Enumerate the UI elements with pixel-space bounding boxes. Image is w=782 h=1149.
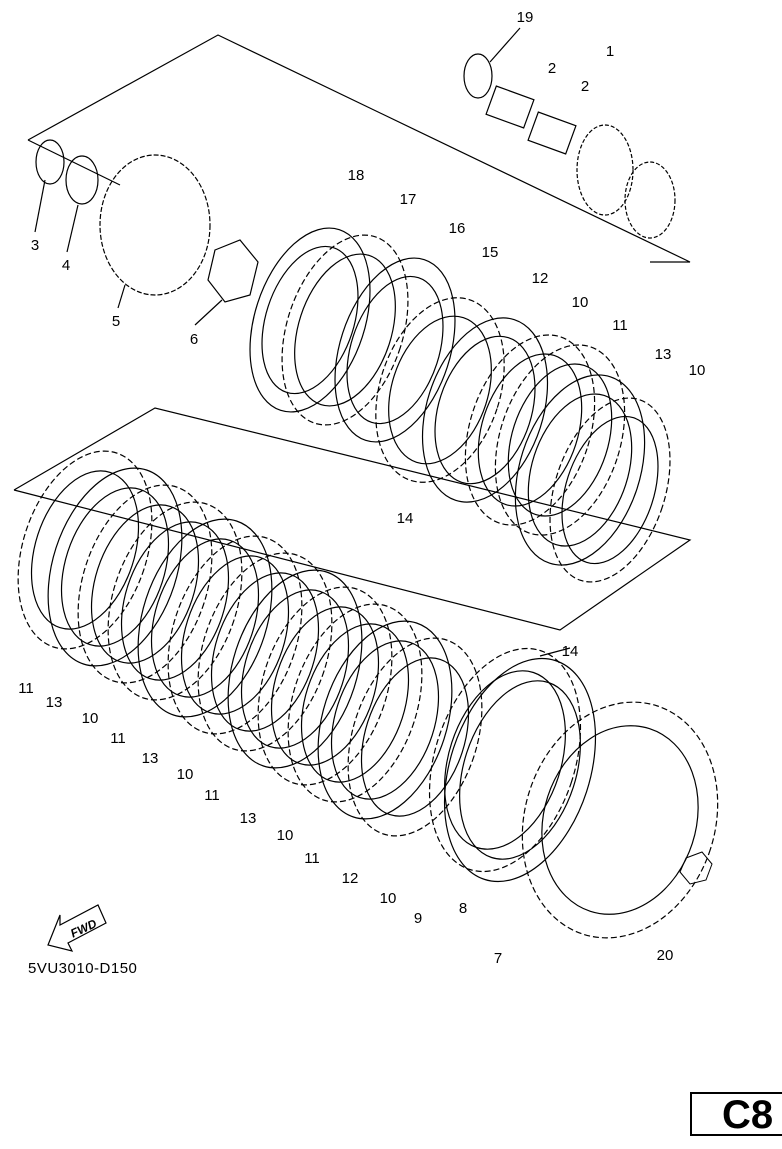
part-label-11: 11 xyxy=(110,730,126,747)
page-id-box: C8 xyxy=(690,1092,782,1136)
clutch-housing-7-inner xyxy=(541,725,699,915)
clutch-housing-7 xyxy=(521,701,719,939)
bearing-2a xyxy=(485,85,535,129)
bearing-2b xyxy=(527,111,577,155)
friction-plate-11 xyxy=(494,344,626,536)
part-label-4: 4 xyxy=(62,257,70,274)
washer-4 xyxy=(65,155,99,205)
part-label-10: 10 xyxy=(82,710,99,727)
lower-plate-10-inner xyxy=(300,623,410,783)
part-label-17: 17 xyxy=(400,191,417,208)
lower-plate-6 xyxy=(167,535,303,735)
part-label-12: 12 xyxy=(532,270,549,287)
part-label-19: 19 xyxy=(517,9,534,26)
lower-plate-10 xyxy=(287,603,423,803)
lower-plate-5 xyxy=(137,518,273,718)
part-label-1: 1 xyxy=(606,43,614,60)
clutch-plate-12-inner xyxy=(434,335,536,485)
lower-plate-3-inner xyxy=(90,504,200,664)
lower-plate-8 xyxy=(227,569,363,769)
part-label-12: 12 xyxy=(342,870,359,887)
upper-group-frame xyxy=(27,34,691,263)
lower-plate-9 xyxy=(257,586,393,786)
plate-17-inner xyxy=(294,253,396,407)
lower-plate-1 xyxy=(17,450,153,650)
fwd-arrow-icon: FWD xyxy=(47,904,107,952)
lower-plate-2 xyxy=(47,467,183,667)
part-label-11: 11 xyxy=(304,850,320,867)
part-label-10: 10 xyxy=(177,766,194,783)
clutch-plate-13-inner xyxy=(527,393,633,547)
lower-plate-12-inner xyxy=(360,657,470,817)
nut-6 xyxy=(207,239,259,303)
spring-16 xyxy=(334,257,456,443)
lower-plate-6-inner xyxy=(180,555,290,715)
part-label-11: 11 xyxy=(204,787,220,804)
friction-plate-10 xyxy=(549,397,671,583)
part-label-15: 15 xyxy=(482,244,499,261)
friction-plate-10-last xyxy=(428,647,582,873)
pressure-plate-9-inner xyxy=(459,680,581,860)
part-label-16: 16 xyxy=(449,220,466,237)
primary-gear-1 xyxy=(576,124,634,216)
spring-16-inner xyxy=(346,275,444,425)
lower-plate-12 xyxy=(347,637,483,837)
part-label-11: 11 xyxy=(612,317,628,334)
frame-line xyxy=(27,139,121,186)
part-label-6: 6 xyxy=(190,331,198,348)
part-label-10: 10 xyxy=(572,294,589,311)
lower-group-frame xyxy=(13,407,692,631)
primary-gear-hub xyxy=(624,161,676,239)
part-label-7: 7 xyxy=(494,950,502,967)
plate-17 xyxy=(281,234,409,426)
lower-plate-4-inner xyxy=(120,521,230,681)
part-label-11: 11 xyxy=(18,680,34,697)
drawing-code: 5VU3010-D150 xyxy=(28,960,138,977)
part-label-18: 18 xyxy=(348,167,365,184)
friction-plate-10-inner xyxy=(561,415,659,565)
lower-plate-8-inner xyxy=(240,589,350,749)
lower-plate-2-inner xyxy=(60,487,170,647)
part-label-2: 2 xyxy=(548,60,556,77)
part-label-14: 14 xyxy=(397,510,414,527)
clutch-boss-5 xyxy=(99,154,211,296)
part-label-10: 10 xyxy=(689,362,706,379)
lower-plate-11-inner xyxy=(330,640,440,800)
part-label-8: 8 xyxy=(459,900,467,917)
circlip-18-inner xyxy=(261,245,359,395)
pressure-plate-15 xyxy=(375,297,505,483)
lower-plate-3 xyxy=(77,484,213,684)
washer-3 xyxy=(35,139,65,185)
pressure-plate-15-inner xyxy=(388,315,492,465)
part-label-13: 13 xyxy=(240,810,257,827)
lower-plate-11 xyxy=(317,620,453,820)
part-label-10: 10 xyxy=(380,890,397,907)
friction-plate-10-inner xyxy=(477,353,583,507)
part-label-2: 2 xyxy=(581,78,589,95)
clutch-plate-12 xyxy=(421,317,549,503)
friction-plate-11-inner xyxy=(507,363,613,517)
part-label-10: 10 xyxy=(277,827,294,844)
part-label-3: 3 xyxy=(31,237,39,254)
part-label-14: 14 xyxy=(562,643,579,660)
friction-plate-10 xyxy=(464,334,596,526)
part-label-5: 5 xyxy=(112,313,120,330)
clutch-plate-13 xyxy=(514,374,646,566)
circlip-18 xyxy=(249,227,371,413)
part-label-20: 20 xyxy=(657,947,674,964)
part-label-13: 13 xyxy=(655,346,672,363)
lower-plate-9-inner xyxy=(270,606,380,766)
part-label-13: 13 xyxy=(142,750,159,767)
pressure-plate-9 xyxy=(443,657,597,883)
lower-plate-4 xyxy=(107,501,243,701)
part-label-9: 9 xyxy=(414,910,422,927)
lower-plate-1-inner xyxy=(30,470,140,630)
washer-19 xyxy=(463,53,493,99)
part-label-13: 13 xyxy=(46,694,63,711)
lower-plate-7 xyxy=(197,552,333,752)
nut-20 xyxy=(679,851,713,885)
lower-plate-5-inner xyxy=(150,538,260,698)
lower-plate-7-inner xyxy=(210,572,320,732)
